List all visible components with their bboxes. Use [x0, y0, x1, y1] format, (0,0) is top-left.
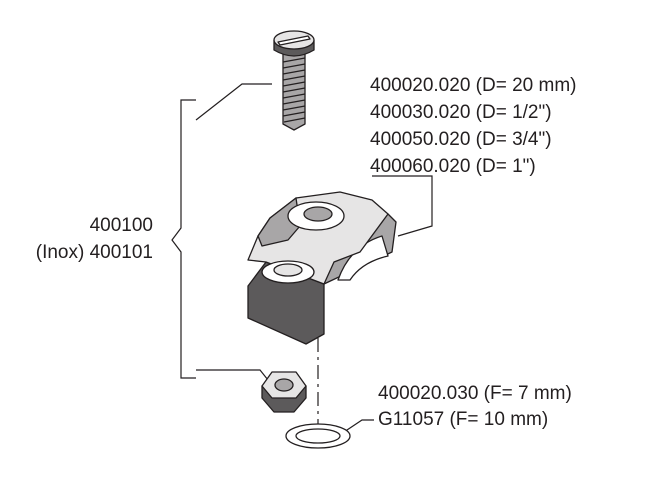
screw-head-slot	[277, 35, 311, 46]
clamp-hole-lower-inner	[273, 263, 303, 277]
leader-lines	[195, 83, 433, 433]
washer-variant-label: 400020.030 (F= 7 mm)	[378, 383, 572, 404]
washer-variant-label: G11057 (F= 10 mm)	[378, 409, 549, 430]
hex-nut-part	[261, 371, 307, 413]
nut-hole	[274, 378, 294, 392]
clamp-variant-label: 400060.020 (D= 1")	[370, 156, 536, 177]
clamp-variant-label: 400030.020 (D= 1/2")	[370, 102, 552, 123]
clamp-bore	[337, 235, 389, 281]
screw-part	[273, 30, 315, 131]
screw-thread	[282, 57, 306, 123]
washer-inner	[295, 428, 341, 444]
washer-leader-line	[343, 419, 374, 433]
nut-leader-line	[196, 369, 269, 381]
screw-leader-line	[195, 83, 272, 121]
assembly-inox-part-number: (Inox) 400101	[35, 242, 153, 263]
clamp-block-part	[247, 191, 397, 345]
assembly-part-number: 400100	[89, 215, 153, 236]
assembly-bracket	[171, 99, 196, 379]
washer-part	[285, 423, 351, 449]
clamp-hole-upper-inner	[303, 206, 333, 222]
clamp-leader-line	[372, 175, 433, 237]
clamp-variant-label: 400050.020 (D= 3/4")	[370, 129, 552, 150]
clamp-variant-label: 400020.020 (D= 20 mm)	[370, 75, 577, 96]
